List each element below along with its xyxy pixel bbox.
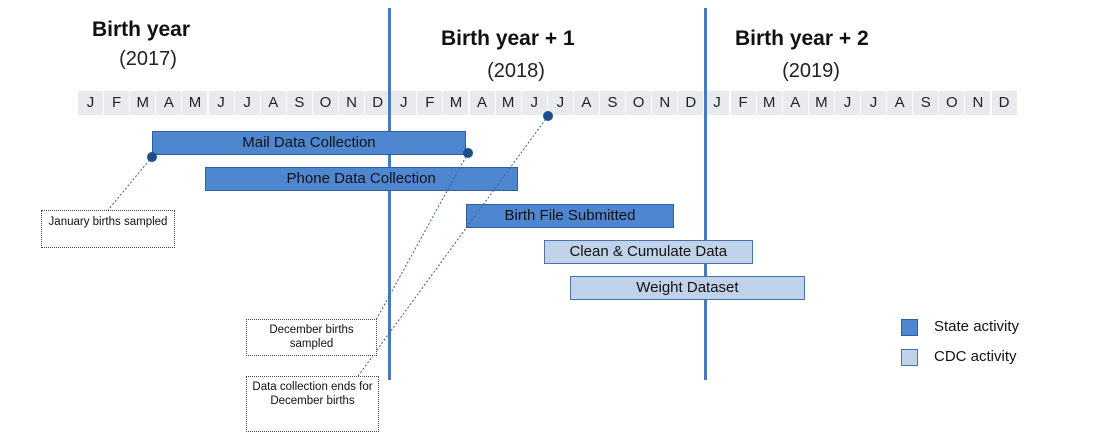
year-heading-1: Birth year [92, 18, 191, 41]
month-cell: O [939, 91, 965, 115]
month-cell: D [365, 91, 391, 115]
activity-bar: Clean & Cumulate Data [543, 240, 753, 264]
month-cell: J [208, 91, 234, 115]
month-cell: M [756, 91, 782, 115]
month-cell: N [965, 91, 991, 115]
year-heading-2: Birth year + 1 [441, 27, 575, 50]
note-collection-ends: Data collection ends for December births [246, 376, 379, 432]
note-january-births: January births sampled [41, 210, 175, 248]
marker-mail-start [147, 152, 157, 162]
month-cell: A [469, 91, 495, 115]
month-cell: F [417, 91, 443, 115]
month-cell: M [808, 91, 834, 115]
month-cell: D [678, 91, 704, 115]
month-cell: S [286, 91, 312, 115]
month-cell: J [861, 91, 887, 115]
month-cell: N [339, 91, 365, 115]
marker-mail-end [463, 148, 473, 158]
month-cell: A [887, 91, 913, 115]
month-cell: A [156, 91, 182, 115]
month-cell: F [730, 91, 756, 115]
month-cell: J [834, 91, 860, 115]
year-divider-1 [388, 8, 391, 380]
month-cell: M [182, 91, 208, 115]
month-cell: A [260, 91, 286, 115]
year-heading-3: Birth year + 2 [735, 27, 869, 50]
month-cell: J [234, 91, 260, 115]
year-subheading-1: (2017) [119, 48, 177, 70]
legend-label-cdc: CDC activity [934, 348, 1017, 365]
year-subheading-2: (2018) [487, 60, 545, 82]
month-cell: J [521, 91, 547, 115]
connector-ends [357, 115, 549, 377]
month-cell: J [391, 91, 417, 115]
month-cell: S [913, 91, 939, 115]
month-cell: O [626, 91, 652, 115]
month-cell: M [495, 91, 521, 115]
month-cell: D [991, 91, 1017, 115]
month-cell: J [547, 91, 573, 115]
month-cell: M [443, 91, 469, 115]
year-divider-2 [704, 8, 707, 380]
month-cell: A [782, 91, 808, 115]
month-cell: J [704, 91, 730, 115]
activity-bar: Weight Dataset [569, 276, 805, 300]
marker-collection-end [543, 111, 553, 121]
month-cell: S [600, 91, 626, 115]
legend-label-state: State activity [934, 318, 1020, 335]
legend-swatch-cdc [901, 349, 918, 366]
legend-swatch-state [901, 319, 918, 336]
connector-january [107, 156, 153, 211]
month-cell: N [652, 91, 678, 115]
month-cell: O [312, 91, 338, 115]
month-cell: A [573, 91, 599, 115]
month-cell: F [104, 91, 130, 115]
month-cell: M [130, 91, 156, 115]
year-subheading-3: (2019) [782, 60, 840, 82]
activity-bar: Birth File Submitted [465, 204, 675, 228]
month-cell: J [78, 91, 104, 115]
note-december-births: December births sampled [246, 319, 377, 356]
activity-bar: Phone Data Collection [204, 167, 518, 191]
activity-bar: Mail Data Collection [152, 131, 466, 155]
